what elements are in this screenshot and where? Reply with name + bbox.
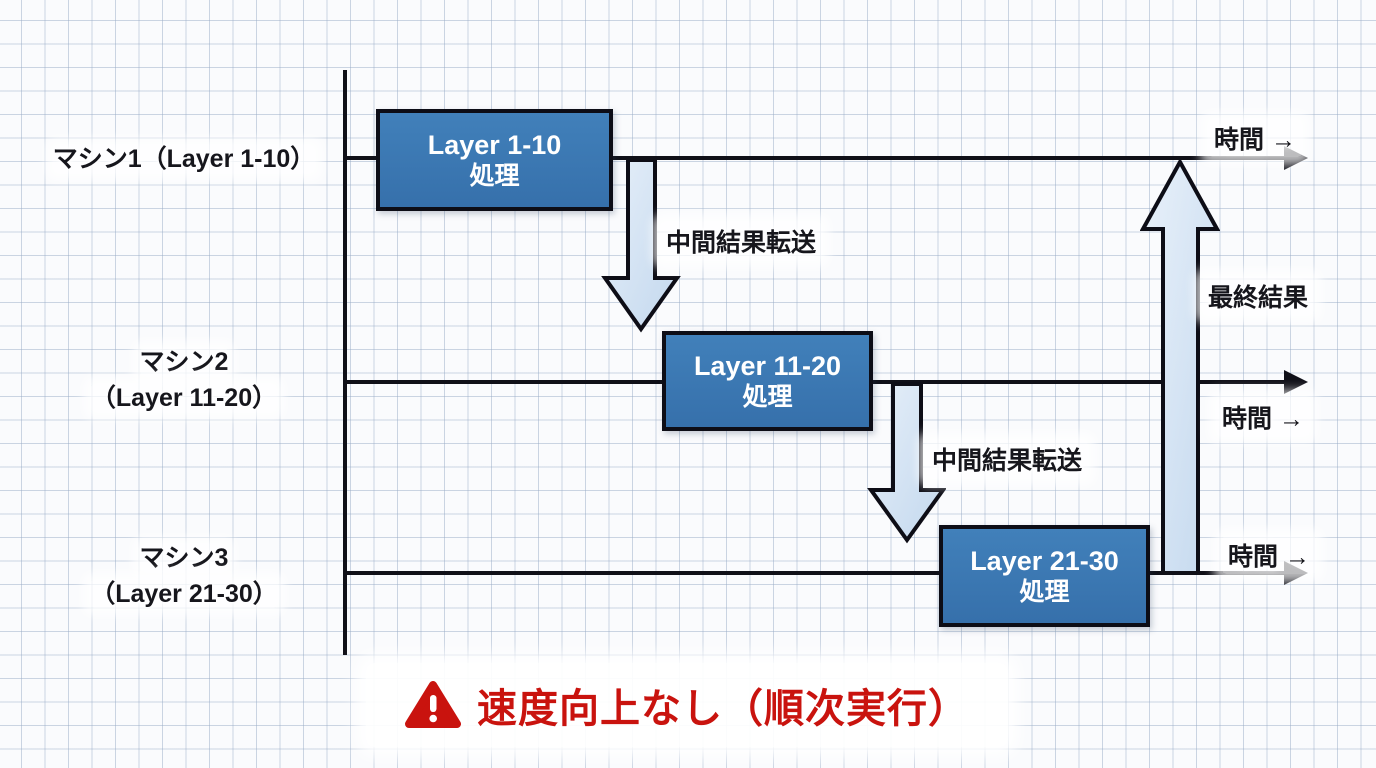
machine-3-label-line2: （Layer 21-30）: [90, 580, 278, 608]
timeline-machine3: [344, 571, 1285, 575]
process-box-1-title: Layer 1-10: [427, 130, 562, 160]
process-box-3-title: Layer 21-30: [970, 546, 1119, 576]
process-box-1-subtitle: 処理: [469, 162, 520, 190]
time-label-machine3: 時間 →: [1222, 536, 1316, 574]
timeline-machine2-arrowhead-icon: [1284, 370, 1308, 394]
process-box-layer11-20: Layer 11-20 処理: [662, 331, 873, 431]
warning-banner: 速度向上なし（順次実行）: [366, 663, 1008, 747]
transfer-arrow-2-icon: [867, 382, 946, 544]
machine-3-label-line1: マシン3: [139, 544, 229, 572]
process-box-2-title: Layer 11-20: [693, 351, 842, 381]
machine-2-label-line1: マシン2: [139, 348, 229, 376]
process-box-3-subtitle: 処理: [1019, 578, 1070, 606]
transfer-arrow-1-icon: [601, 158, 681, 333]
transfer-2-label: 中間結果転送: [926, 440, 1089, 478]
warning-text: 速度向上なし（順次実行）: [477, 687, 969, 731]
process-box-layer21-30: Layer 21-30 処理: [939, 525, 1150, 627]
process-box-2-subtitle: 処理: [742, 383, 793, 411]
time-label-machine1: 時間 →: [1208, 119, 1302, 157]
y-axis-line: [343, 70, 347, 655]
timeline-machine1: [344, 156, 1285, 160]
machine-2-label-line2: （Layer 11-20）: [90, 384, 278, 412]
machine-3-label: マシン3 （Layer 21-30）: [28, 540, 340, 612]
machine-1-label: マシン1（Layer 1-10）: [28, 141, 340, 177]
final-result-arrow-icon: [1140, 159, 1220, 575]
final-result-label: 最終結果: [1202, 277, 1315, 315]
transfer-1-label: 中間結果転送: [660, 222, 823, 260]
machine-1-label-text: マシン1（Layer 1-10）: [52, 145, 316, 173]
time-label-machine2: 時間 →: [1216, 398, 1310, 436]
machine-2-label: マシン2 （Layer 11-20）: [28, 344, 340, 416]
process-box-layer1-10: Layer 1-10 処理: [376, 109, 613, 211]
warning-triangle-icon: [405, 681, 461, 728]
